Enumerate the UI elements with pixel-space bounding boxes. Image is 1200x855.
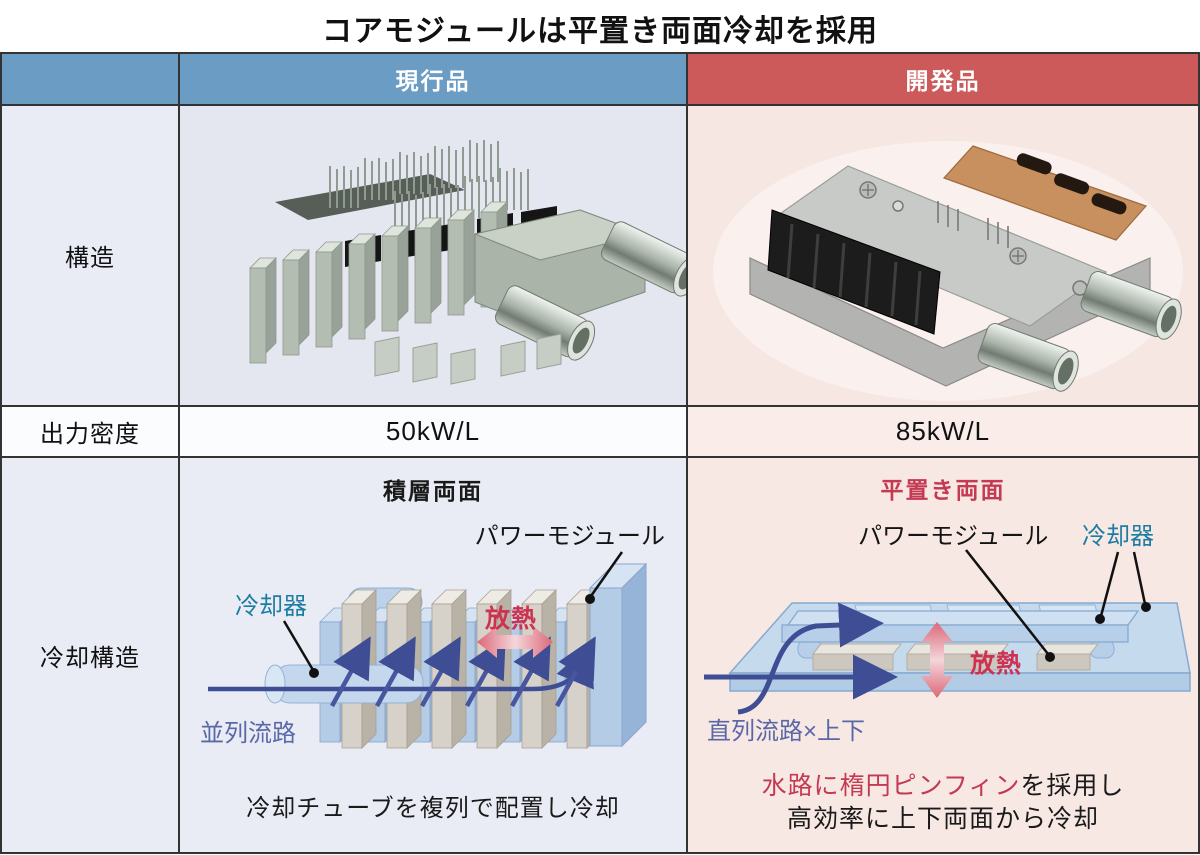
current-module-illustration	[180, 106, 686, 405]
stacked-cooling-diagram	[208, 551, 648, 749]
structure-developed-cell	[688, 106, 1198, 405]
pointer-dot	[1141, 602, 1151, 612]
power-modules	[811, 643, 1100, 671]
row-label-structure: 構造	[2, 106, 178, 405]
cooling-developed-cell: 平置き両面 パワーモジュール 冷却器 放熱 直列流路×上下 水路に楕円ピンフィン…	[688, 458, 1198, 852]
pointer-dot	[1095, 614, 1105, 624]
heat-arrow-icon	[477, 626, 553, 658]
heat-arrow-icon	[921, 622, 953, 698]
pointer-lines	[965, 549, 1147, 655]
cooling-developed-heading: 平置き両面	[880, 477, 1006, 503]
end-cooler-slab	[588, 562, 648, 748]
structure-current-cell	[180, 106, 686, 405]
row-label-power-density: 出力密度	[2, 407, 178, 456]
cooling-developed-caption-line2: 高効率に上下両面から冷却	[786, 805, 1099, 833]
header-current-label: 現行品	[395, 68, 471, 94]
cooler-label: 冷却器	[1082, 523, 1154, 550]
signal-pins	[937, 201, 1009, 248]
pointer-dot	[309, 668, 319, 678]
busbar-slots	[1016, 153, 1127, 215]
header-corner-cell	[2, 54, 178, 104]
upper-flow-arrow-icon	[737, 602, 884, 715]
heat-label: 放熱	[485, 605, 538, 633]
power-density-current: 50kW/L	[180, 407, 686, 456]
pointer-lines	[282, 551, 624, 671]
cooling-current-heading: 積層両面	[383, 478, 483, 504]
flat-cooling-diagram	[704, 549, 1191, 715]
header-developed-label: 開発品	[905, 68, 981, 94]
power-module-label: パワーモジュール	[474, 523, 665, 550]
back-deck	[275, 174, 465, 220]
header-current: 現行品	[180, 54, 686, 104]
cooling-current-cell: 積層両面 パワーモジュール 冷却器 放熱 並列流路 冷却チューブを複列で配置し冷…	[180, 458, 686, 852]
developed-module-illustration	[688, 106, 1198, 405]
cooling-developed-caption-line1: 水路に楕円ピンフィンを採用し	[688, 766, 1198, 802]
cooling-current-caption: 冷却チューブを複列で配置し冷却	[246, 795, 620, 822]
header-developed: 開発品	[688, 54, 1198, 104]
cooler-label: 冷却器	[235, 593, 307, 620]
flow-label: 並列流路	[200, 720, 296, 747]
power-module-label: パワーモジュール	[858, 523, 1049, 550]
pointer-dot	[1045, 652, 1055, 662]
connector-ribs	[786, 223, 922, 326]
flow-label: 直列流路×上下	[707, 718, 866, 745]
caption-black-part: を採用し	[1020, 772, 1125, 800]
caption-red-part: 水路に楕円ピンフィン	[761, 772, 1021, 800]
heat-label: 放熱	[970, 650, 1023, 678]
screw-slots	[862, 184, 1024, 262]
pointer-dot	[585, 594, 595, 604]
terminal-tabs	[374, 333, 562, 385]
top-plate	[772, 165, 1108, 327]
connector-block	[767, 209, 941, 335]
power-density-developed: 85kW/L	[688, 407, 1198, 456]
row-label-cooling-structure: 冷却構造	[2, 458, 178, 852]
page-title: コアモジュールは平置き両面冷却を採用	[322, 15, 878, 48]
flow-arrows	[330, 636, 596, 708]
comparison-table: 現行品 開発品 構造	[0, 52, 1200, 854]
